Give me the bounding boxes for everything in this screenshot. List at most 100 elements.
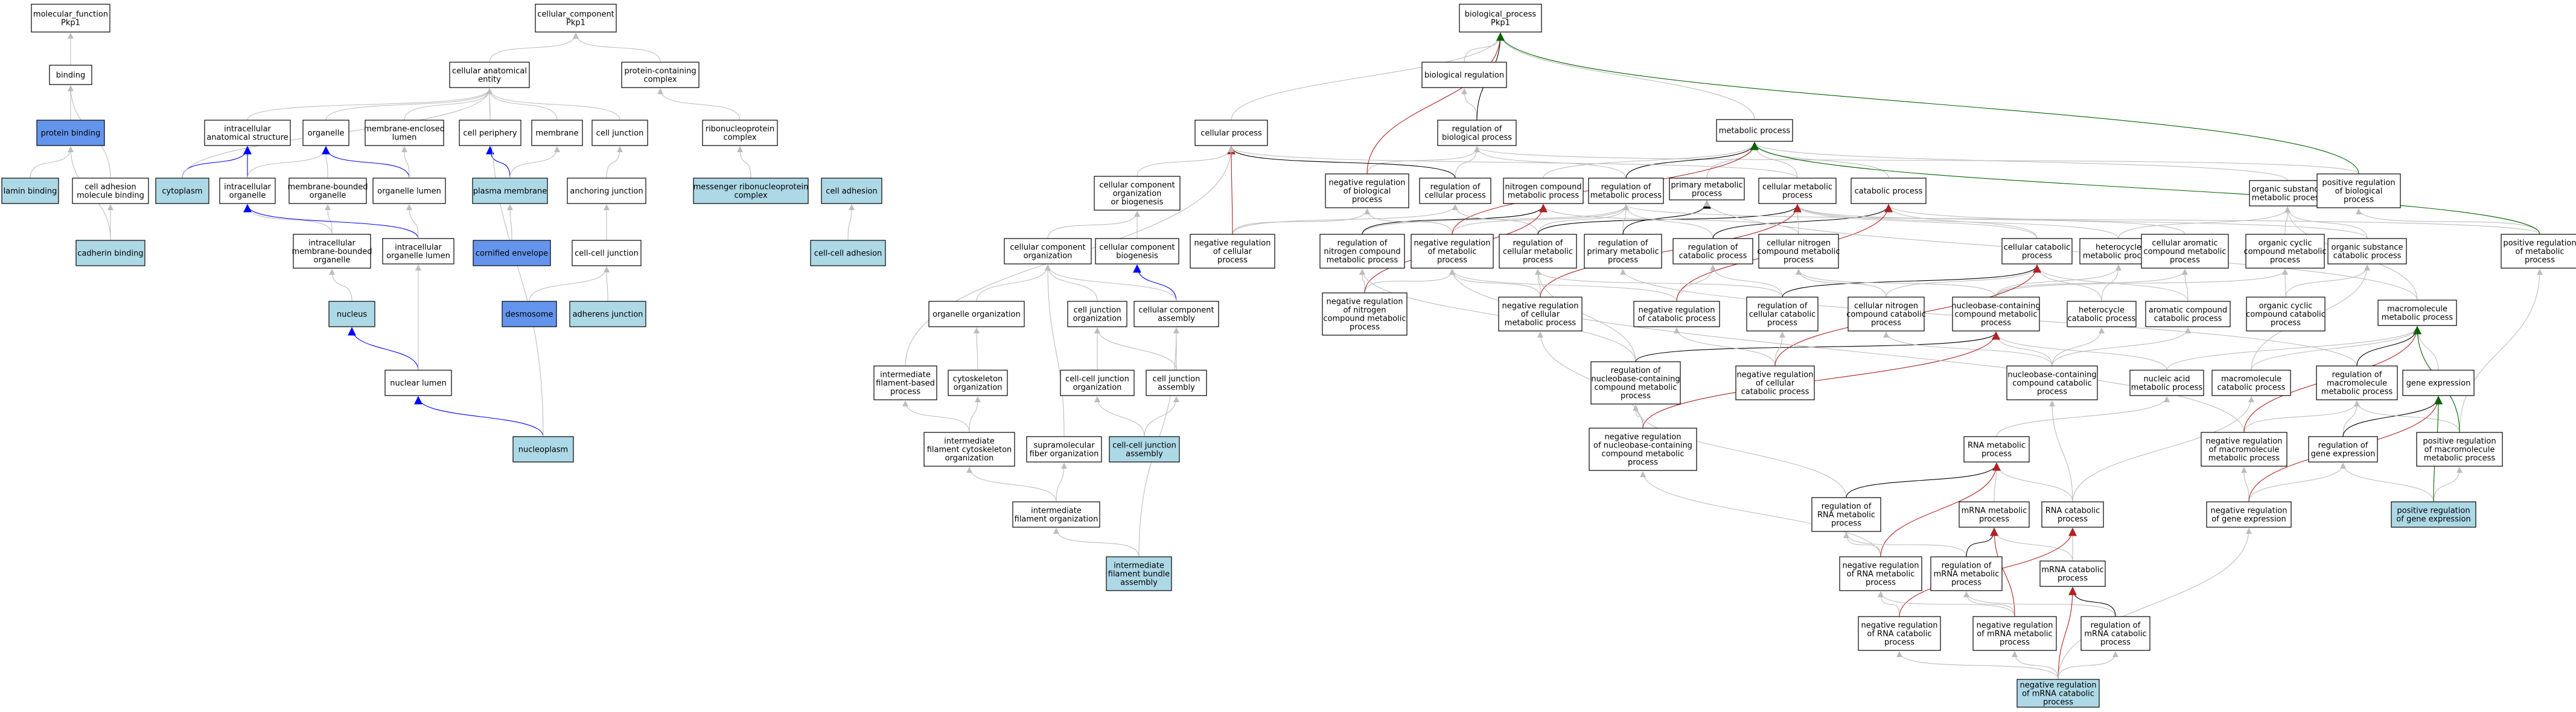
go-term-adherens-junction[interactable]: adherens junction — [569, 301, 646, 327]
go-term-organelle-lumen[interactable]: organelle lumen — [372, 178, 446, 204]
go-term-nuclear-lumen[interactable]: nuclear lumen — [384, 370, 452, 396]
go-term-nucleoplasm[interactable]: nucleoplasm — [512, 436, 574, 463]
go-term-cytoplasm[interactable]: cytoplasm — [155, 178, 209, 204]
go-term-membrane[interactable]: membrane — [531, 120, 583, 146]
go-term-cadherin-binding[interactable]: cadherin binding — [75, 240, 145, 266]
go-term-plasma-membrane[interactable]: plasma membrane — [472, 178, 548, 204]
go-term-anchoring-junction[interactable]: anchoring junction — [567, 178, 646, 204]
go-term-gene-expression[interactable]: gene expression — [2402, 370, 2475, 396]
go-term-protein-binding[interactable]: protein binding — [36, 120, 105, 146]
go-term-organelle[interactable]: organelle — [302, 120, 349, 146]
go-term-nucleus[interactable]: nucleus — [328, 301, 375, 327]
go-term-cornified-envelope[interactable]: cornified envelope — [473, 240, 551, 266]
go-term-cell-cell-junction[interactable]: cell-cell junction — [572, 240, 642, 266]
go-term-cell-adhesion[interactable]: cell adhesion — [821, 178, 882, 204]
go-term-desmosome[interactable]: desmosome — [502, 301, 557, 327]
go-term-cell-periphery[interactable]: cell periphery — [459, 120, 521, 146]
go-term-biol-regulation[interactable]: biological regulation — [1421, 62, 1507, 88]
go-term-metabolic-process[interactable]: metabolic process — [1716, 119, 1793, 142]
go-term-lamin-binding[interactable]: lamin binding — [1, 178, 59, 204]
go-term-cell-cell-adhesion[interactable]: cell-cell adhesion — [810, 240, 886, 266]
go-term-organelle-org[interactable]: organelle organization — [928, 301, 1025, 327]
go-term-binding[interactable]: binding — [49, 65, 92, 85]
go-term-cell-junction[interactable]: cell junction — [591, 120, 648, 146]
